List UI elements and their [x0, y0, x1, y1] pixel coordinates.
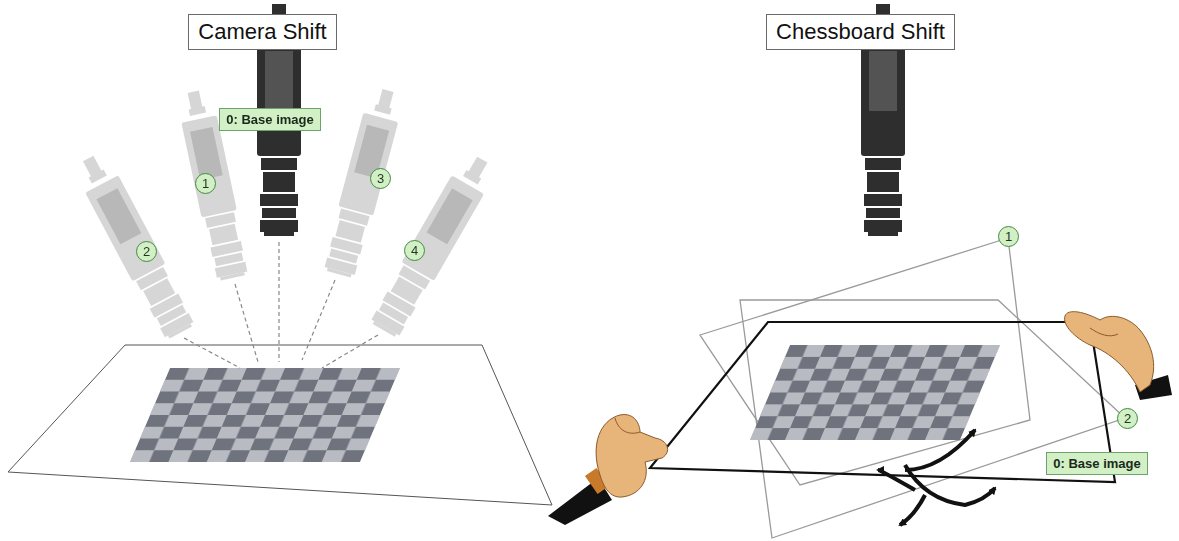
chessboard [750, 345, 1000, 440]
callout-number: 2 [1117, 408, 1138, 429]
callout-number: 2 [1124, 411, 1131, 426]
base-image-label: 0: Base image [219, 108, 321, 131]
left-hand [548, 415, 668, 525]
view-lines [184, 242, 378, 368]
rotation-arrows [878, 430, 995, 525]
right-hand [1065, 312, 1172, 400]
title-box: Chessboard Shift [766, 14, 955, 50]
chessboard [130, 368, 400, 462]
callout-number: 1 [202, 176, 209, 191]
table-plane [8, 345, 552, 505]
label-text: Chessboard Shift [776, 19, 945, 45]
callout-number: 4 [411, 243, 418, 258]
base-image-label: 0: Base image [1046, 452, 1148, 475]
label-text: 0: Base image [226, 112, 314, 127]
callout-number: 1 [998, 226, 1019, 247]
label-text: Camera Shift [198, 19, 327, 45]
label-text: 0: Base image [1053, 456, 1141, 471]
callout-number: 2 [136, 241, 157, 262]
callout-number: 3 [370, 168, 391, 189]
callout-number: 1 [195, 173, 216, 194]
title-box: Camera Shift [188, 14, 337, 50]
callout-number: 3 [377, 171, 384, 186]
callout-number: 2 [143, 244, 150, 259]
shifted-planes [700, 238, 1125, 538]
callout-number: 4 [404, 240, 425, 261]
callout-number: 1 [1005, 229, 1012, 244]
